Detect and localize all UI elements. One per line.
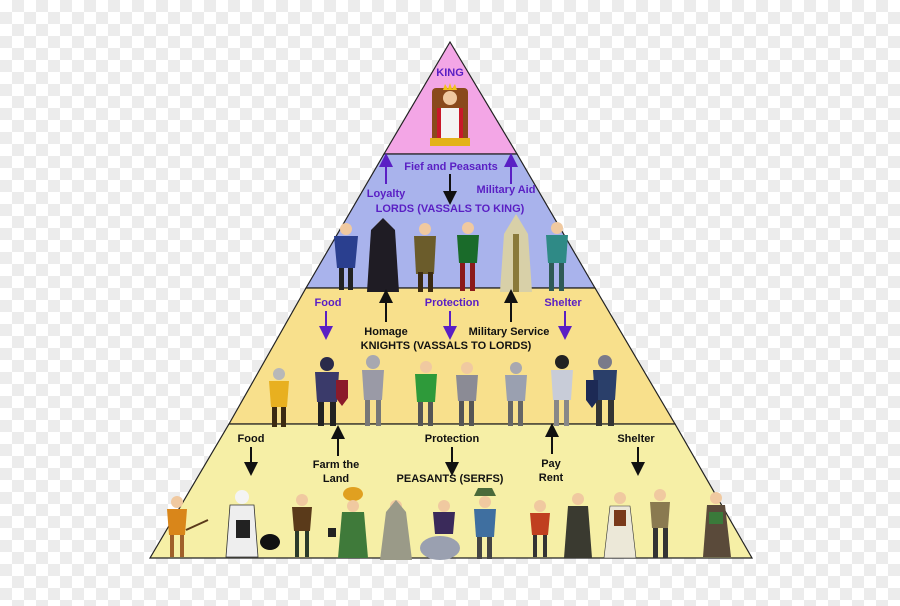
peasant-figure-icon bbox=[380, 500, 412, 560]
knight-figure-icon bbox=[415, 361, 437, 426]
peasant-figure-icon bbox=[564, 493, 592, 558]
military-service-label: Military Service bbox=[469, 326, 550, 338]
knight-figure-icon bbox=[551, 355, 573, 426]
peasant-figure-icon bbox=[225, 490, 280, 558]
peasant-figure-icon bbox=[703, 492, 731, 557]
pay-rent-label-line2: Rent bbox=[539, 472, 564, 484]
knight-figure-icon bbox=[269, 368, 289, 427]
peasant-figure-icon bbox=[530, 500, 550, 557]
king-figure-icon bbox=[430, 83, 470, 146]
peasants-food-label: Food bbox=[238, 433, 265, 445]
peasant-figure-icon bbox=[474, 488, 496, 559]
peasants-protection-label: Protection bbox=[425, 433, 480, 445]
lord-figure-icon bbox=[457, 222, 479, 291]
knights-food-label: Food bbox=[315, 297, 342, 309]
lord-figure-icon bbox=[546, 222, 568, 291]
lord-figures bbox=[334, 214, 568, 292]
peasant-figure-icon bbox=[420, 500, 460, 560]
king-label: KING bbox=[436, 67, 464, 79]
lord-figure-icon bbox=[414, 223, 436, 292]
peasant-figure-icon bbox=[338, 487, 368, 558]
pay-rent-label-line1: Pay bbox=[541, 458, 561, 470]
knights-protection-label: Protection bbox=[425, 297, 480, 309]
knights-label: KNIGHTS (VASSALS TO LORDS) bbox=[361, 340, 532, 352]
knights-shelter-label: Shelter bbox=[544, 297, 582, 309]
peasants-shelter-label: Shelter bbox=[617, 433, 655, 445]
lord-figure-icon bbox=[367, 218, 399, 292]
peasant-figures bbox=[167, 487, 731, 560]
knight-figure-icon bbox=[505, 362, 527, 426]
knight-figure-icon bbox=[315, 357, 348, 426]
peasant-figure-icon bbox=[650, 489, 670, 558]
peasant-figure-icon bbox=[292, 494, 336, 557]
peasant-figure-icon bbox=[603, 492, 637, 559]
knight-figure-icon bbox=[456, 362, 478, 426]
fief-and-peasants-label: Fief and Peasants bbox=[404, 161, 498, 173]
knight-figures bbox=[269, 355, 617, 427]
knight-figure-icon bbox=[362, 355, 384, 426]
loyalty-label: Loyalty bbox=[367, 188, 406, 200]
peasant-figure-icon bbox=[167, 496, 209, 557]
military-aid-label: Military Aid bbox=[477, 184, 536, 196]
farm-the-land-label-line2: Land bbox=[323, 473, 349, 485]
farm-the-land-label-line1: Farm the bbox=[313, 459, 359, 471]
lord-figure-icon bbox=[500, 214, 532, 292]
knight-figure-icon bbox=[586, 355, 617, 426]
lords-label: LORDS (VASSALS TO KING) bbox=[376, 203, 525, 215]
homage-label: Homage bbox=[364, 326, 407, 338]
peasants-label: PEASANTS (SERFS) bbox=[397, 473, 504, 485]
lord-figure-icon bbox=[334, 223, 358, 290]
